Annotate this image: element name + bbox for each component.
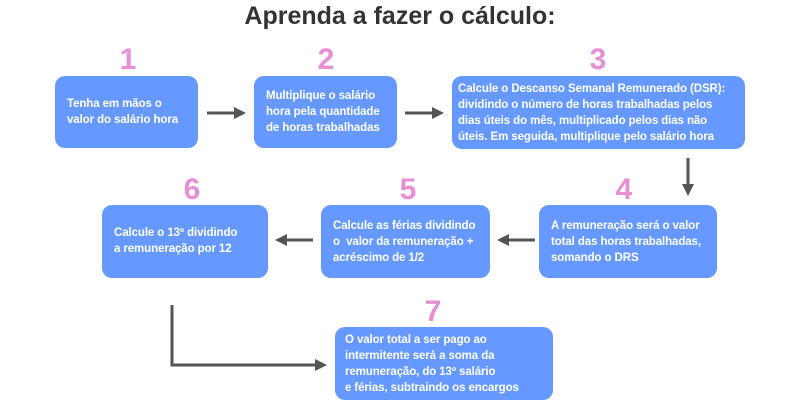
step-box-6: Calcule o 13º dividindo a remuneração po…: [102, 205, 268, 278]
step-number: 3: [589, 43, 607, 76]
step-number: 6: [183, 173, 201, 206]
step-number: 4: [615, 173, 633, 206]
step-number: 7: [424, 295, 442, 328]
step-box-3: Calcule o Descanso Semanal Remunerado (D…: [452, 76, 745, 149]
step-box-7: O valor total a ser pago ao intermitente…: [335, 327, 553, 400]
step-box-5: Calcule as férias dividindo o valor da r…: [321, 205, 490, 278]
step-box-2: Multiplique o salário hora pela quantida…: [254, 76, 397, 148]
step-number: 5: [399, 173, 417, 206]
step-box-1: Tenha em mãos o valor do salário hora: [55, 76, 198, 148]
page-title: Aprenda a fazer o cálculo:: [244, 2, 556, 30]
step-box-4: A remuneração será o valor total das hor…: [539, 205, 717, 278]
arrow-6-7: [170, 305, 327, 371]
step-number: 2: [317, 43, 335, 76]
step-number: 1: [119, 43, 137, 76]
